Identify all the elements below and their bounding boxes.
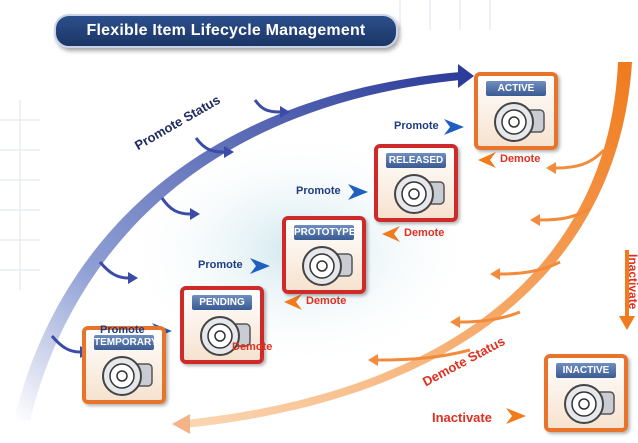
inactivate-label-vertical: Inactivate <box>626 254 638 310</box>
stage-inactive-label: INACTIVE <box>556 363 616 378</box>
promote-arc-head <box>458 64 474 88</box>
part-icon <box>494 102 545 142</box>
stage-temporary-label: TEMPORARY <box>94 335 158 350</box>
part-icon <box>564 384 615 424</box>
stage-released: RELEASED <box>374 144 458 222</box>
demote-label: Demote <box>500 153 541 165</box>
part-icon <box>394 174 445 214</box>
stage-pending: PENDING <box>180 286 264 364</box>
stage-inactive: INACTIVE <box>544 354 628 432</box>
stage-prototype: PROTOTYPE <box>282 216 366 294</box>
demote-branch-heads <box>368 162 556 366</box>
demote-arc-head <box>172 414 190 434</box>
part-icon <box>302 246 353 286</box>
part-icon <box>200 316 251 356</box>
stage-active: ACTIVE <box>474 72 558 150</box>
promote-label: Promote <box>198 259 243 271</box>
stage-released-label: RELEASED <box>386 153 446 168</box>
stage-temporary: TEMPORARY <box>82 326 166 404</box>
demote-label: Demote <box>232 341 273 353</box>
promote-status-arc <box>14 72 460 420</box>
promote-label: Promote <box>296 185 341 197</box>
background-grid <box>0 0 491 290</box>
part-icon <box>102 356 153 396</box>
promote-branch-arrows <box>50 99 281 354</box>
demote-label: Demote <box>404 227 445 239</box>
promote-label: Promote <box>100 324 145 336</box>
inactivate-label-bottom: Inactivate <box>432 410 492 425</box>
stage-prototype-label: PROTOTYPE <box>294 225 356 240</box>
stage-pending-label: PENDING <box>192 295 252 310</box>
demote-branch-arrows <box>377 148 606 362</box>
inactivate-vertical-head <box>619 316 635 330</box>
stage-active-label: ACTIVE <box>486 81 546 96</box>
promote-label: Promote <box>394 120 439 132</box>
diagram-title: Flexible Item Lifecycle Management <box>54 14 398 48</box>
inactivate-chevron <box>506 408 526 424</box>
demote-label: Demote <box>306 295 347 307</box>
